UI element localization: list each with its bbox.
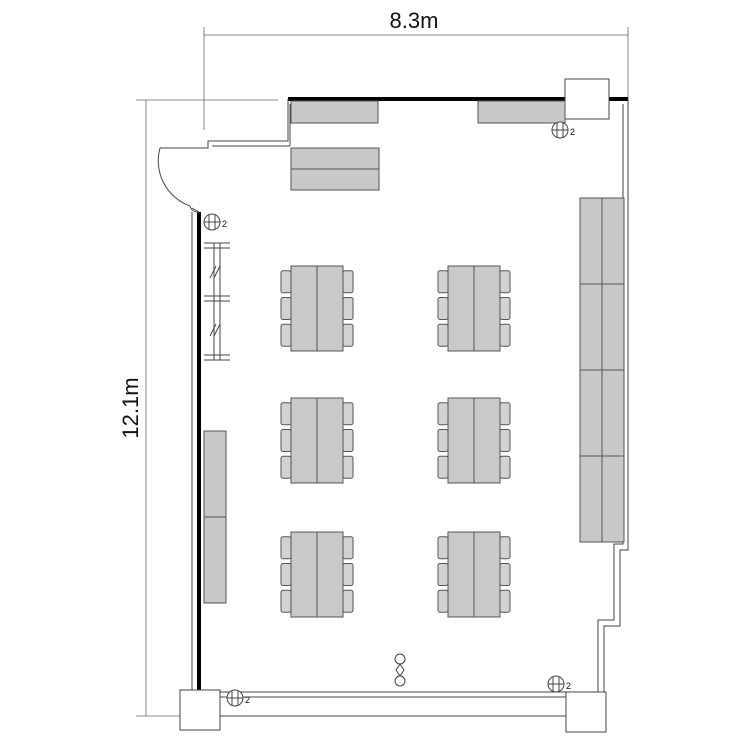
column-bottom-right: [565, 691, 607, 733]
ac-unit-4: 2: [547, 675, 571, 693]
chair: [499, 429, 511, 452]
cabinets-left-wall: [203, 430, 227, 604]
chair: [280, 536, 292, 560]
entrance-door: [157, 147, 200, 213]
cabinet-right-outer-3: [579, 369, 603, 457]
ac-unit-1: 2: [551, 121, 575, 139]
air-conditioners: 2 2 2 2: [203, 121, 575, 707]
ac-unit-2: 2: [203, 213, 227, 231]
table: [290, 531, 318, 618]
table-group-5: [280, 531, 354, 618]
cabinets-right-wall: [579, 197, 625, 543]
chair: [342, 323, 354, 347]
cabinet-top-left: [290, 100, 379, 124]
table-groups: [280, 265, 511, 618]
chair: [437, 455, 449, 479]
table: [316, 265, 344, 352]
cabinet-top-right: [477, 100, 566, 124]
chair: [499, 297, 511, 320]
chair: [280, 589, 292, 613]
chair: [499, 563, 511, 586]
table-group-1: [280, 265, 354, 352]
ac-unit-label: 2: [222, 219, 227, 229]
chair: [437, 402, 449, 426]
chair: [437, 297, 449, 320]
cabinet-right-outer-2: [579, 283, 603, 371]
table: [316, 531, 344, 618]
table: [290, 397, 318, 484]
table: [447, 265, 475, 352]
table: [290, 265, 318, 352]
chair: [280, 323, 292, 347]
table: [447, 531, 475, 618]
chair: [280, 429, 292, 452]
chair: [499, 323, 511, 347]
table: [316, 397, 344, 484]
chair: [280, 563, 292, 586]
chair: [437, 429, 449, 452]
chair: [437, 536, 449, 560]
ac-unit-label: 2: [245, 695, 250, 705]
ac-unit-label: 2: [566, 681, 571, 691]
stacked-tables: [290, 147, 380, 191]
chair: [437, 323, 449, 347]
chair: [342, 402, 354, 426]
cabinet-right-inner-3: [601, 369, 625, 457]
chair: [280, 297, 292, 320]
table: [473, 265, 501, 352]
table: [473, 397, 501, 484]
chair: [342, 563, 354, 586]
height-dimension: 12.1m: [118, 99, 278, 717]
chair: [342, 455, 354, 479]
height-label: 12.1m: [118, 377, 143, 438]
column-bottom-left: [179, 689, 221, 731]
chair: [280, 270, 292, 294]
width-dimension: 8.3m: [203, 8, 629, 130]
cabinet-right-inner-4: [601, 455, 625, 543]
ac-unit-label: 2: [570, 127, 575, 137]
chair: [342, 536, 354, 560]
chair: [342, 429, 354, 452]
cabinet-right-outer-1: [579, 197, 603, 285]
projector-icon: [394, 653, 406, 687]
cabinet-right-inner-2: [601, 283, 625, 371]
chair: [437, 270, 449, 294]
cabinet-right-outer-4: [579, 455, 603, 543]
room-walls: [160, 97, 629, 717]
chair: [342, 270, 354, 294]
table-group-6: [437, 531, 511, 618]
cabinet-right-inner-1: [601, 197, 625, 285]
table-group-2: [437, 265, 511, 352]
chair: [437, 563, 449, 586]
chair: [499, 270, 511, 294]
table: [473, 531, 501, 618]
table: [447, 397, 475, 484]
chair: [342, 297, 354, 320]
chair: [499, 536, 511, 560]
wall-shelf: [204, 242, 230, 361]
table-group-4: [437, 397, 511, 484]
chair: [280, 402, 292, 426]
chair: [499, 589, 511, 613]
chair: [437, 589, 449, 613]
chair: [342, 589, 354, 613]
ac-unit-3: 2: [226, 689, 250, 707]
table-group-3: [280, 397, 354, 484]
chair: [499, 455, 511, 479]
width-label: 8.3m: [390, 8, 439, 33]
chair: [499, 402, 511, 426]
column-top-right: [564, 78, 610, 120]
chair: [280, 455, 292, 479]
